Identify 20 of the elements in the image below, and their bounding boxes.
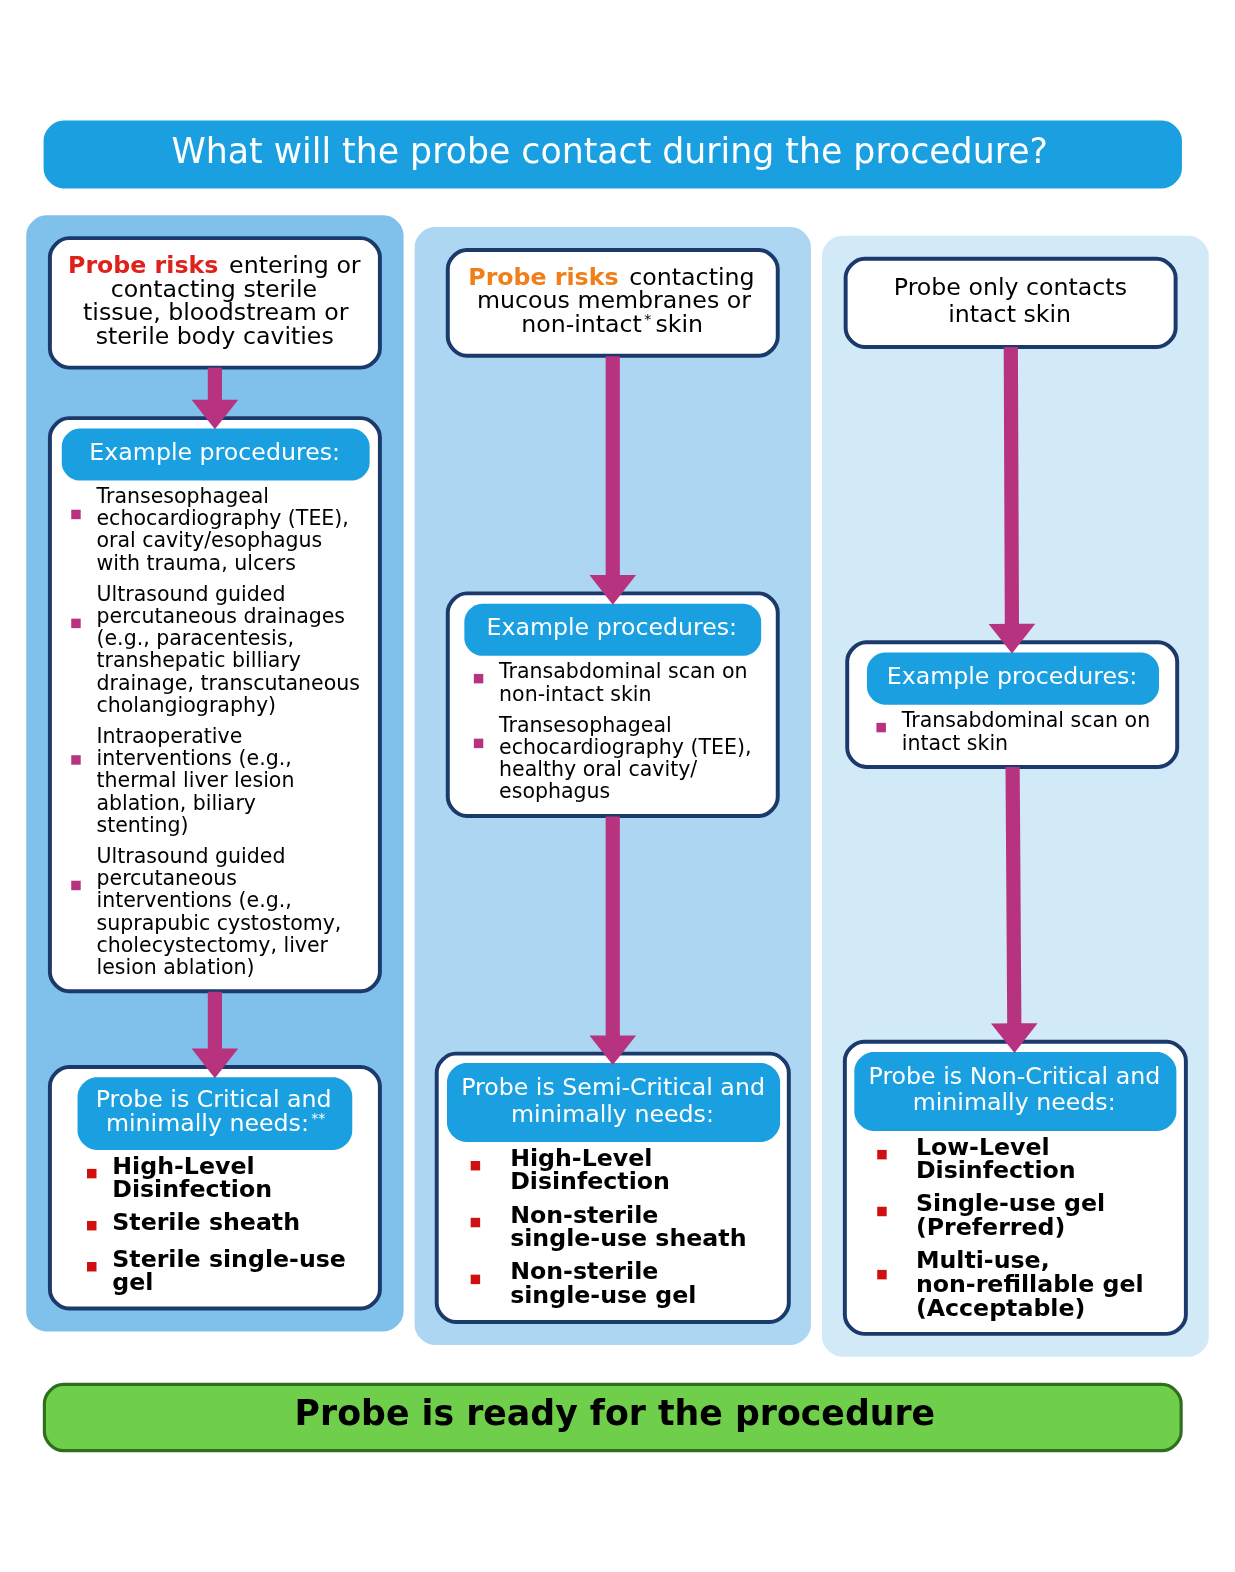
node-box: Example procedures: Transabdominal scan on non-intact skin Transesophageal echocardiography (TEE), healthy oral cavity/ esophagus <box>445 591 780 818</box>
cluster <box>821 235 1209 1357</box>
arrow <box>988 347 1036 654</box>
cluster <box>26 215 404 1332</box>
node-box: Example procedures: Transesophageal echocardiography (TEE), oral cavity/esophagus with trauma, ulcers Ultrasound guided percutaneous drainages (e.g., paracentesis, transhepatic billiary drainage, transcutaneous cholangiography) Intraoperative interventions (e.g., thermal liver lesion ablation, biliary stenting) Ultrasound guided percutaneous interventions (e.g., suprapubic cystostomy, cholecystectomy, liver lesion ablation) <box>47 416 382 994</box>
node-box: What will the probe contact during the procedure? <box>43 120 1182 189</box>
node-box: Probe only contacts intact skin <box>843 256 1178 350</box>
arrow <box>589 356 637 605</box>
arrow <box>589 816 637 1066</box>
cluster <box>414 227 811 1345</box>
node-box: Example procedures: Transabdominal scan on intact skin <box>845 640 1180 770</box>
node-box: Probe risks entering or contacting sterile tissue, bloodstream or sterile body cavities <box>47 236 382 370</box>
arrow <box>990 767 1038 1053</box>
node-box: Probe is ready for the procedure <box>42 1382 1183 1453</box>
node-box: Probe is Semi-Critical and minimally needs: High-Level Disinfection Non-sterile single-use sheath Non-sterile single-use gel <box>434 1051 791 1324</box>
node-box: Probe risks contacting mucous membranes or non-intact$^{*}$ skin <box>445 248 780 358</box>
arrow <box>191 367 239 430</box>
arrow <box>191 991 239 1079</box>
node-box: Probe is Non-Critical and minimally needs: Low-Level Disinfection Single-use gel (Preferred) Multi-use, non-refillable gel (Acceptable) <box>842 1039 1188 1336</box>
node-box: Probe is Critical and minimally needs:$^{**}$ High-Level Disinfection Sterile sheath Sterile single-use gel <box>47 1065 382 1311</box>
